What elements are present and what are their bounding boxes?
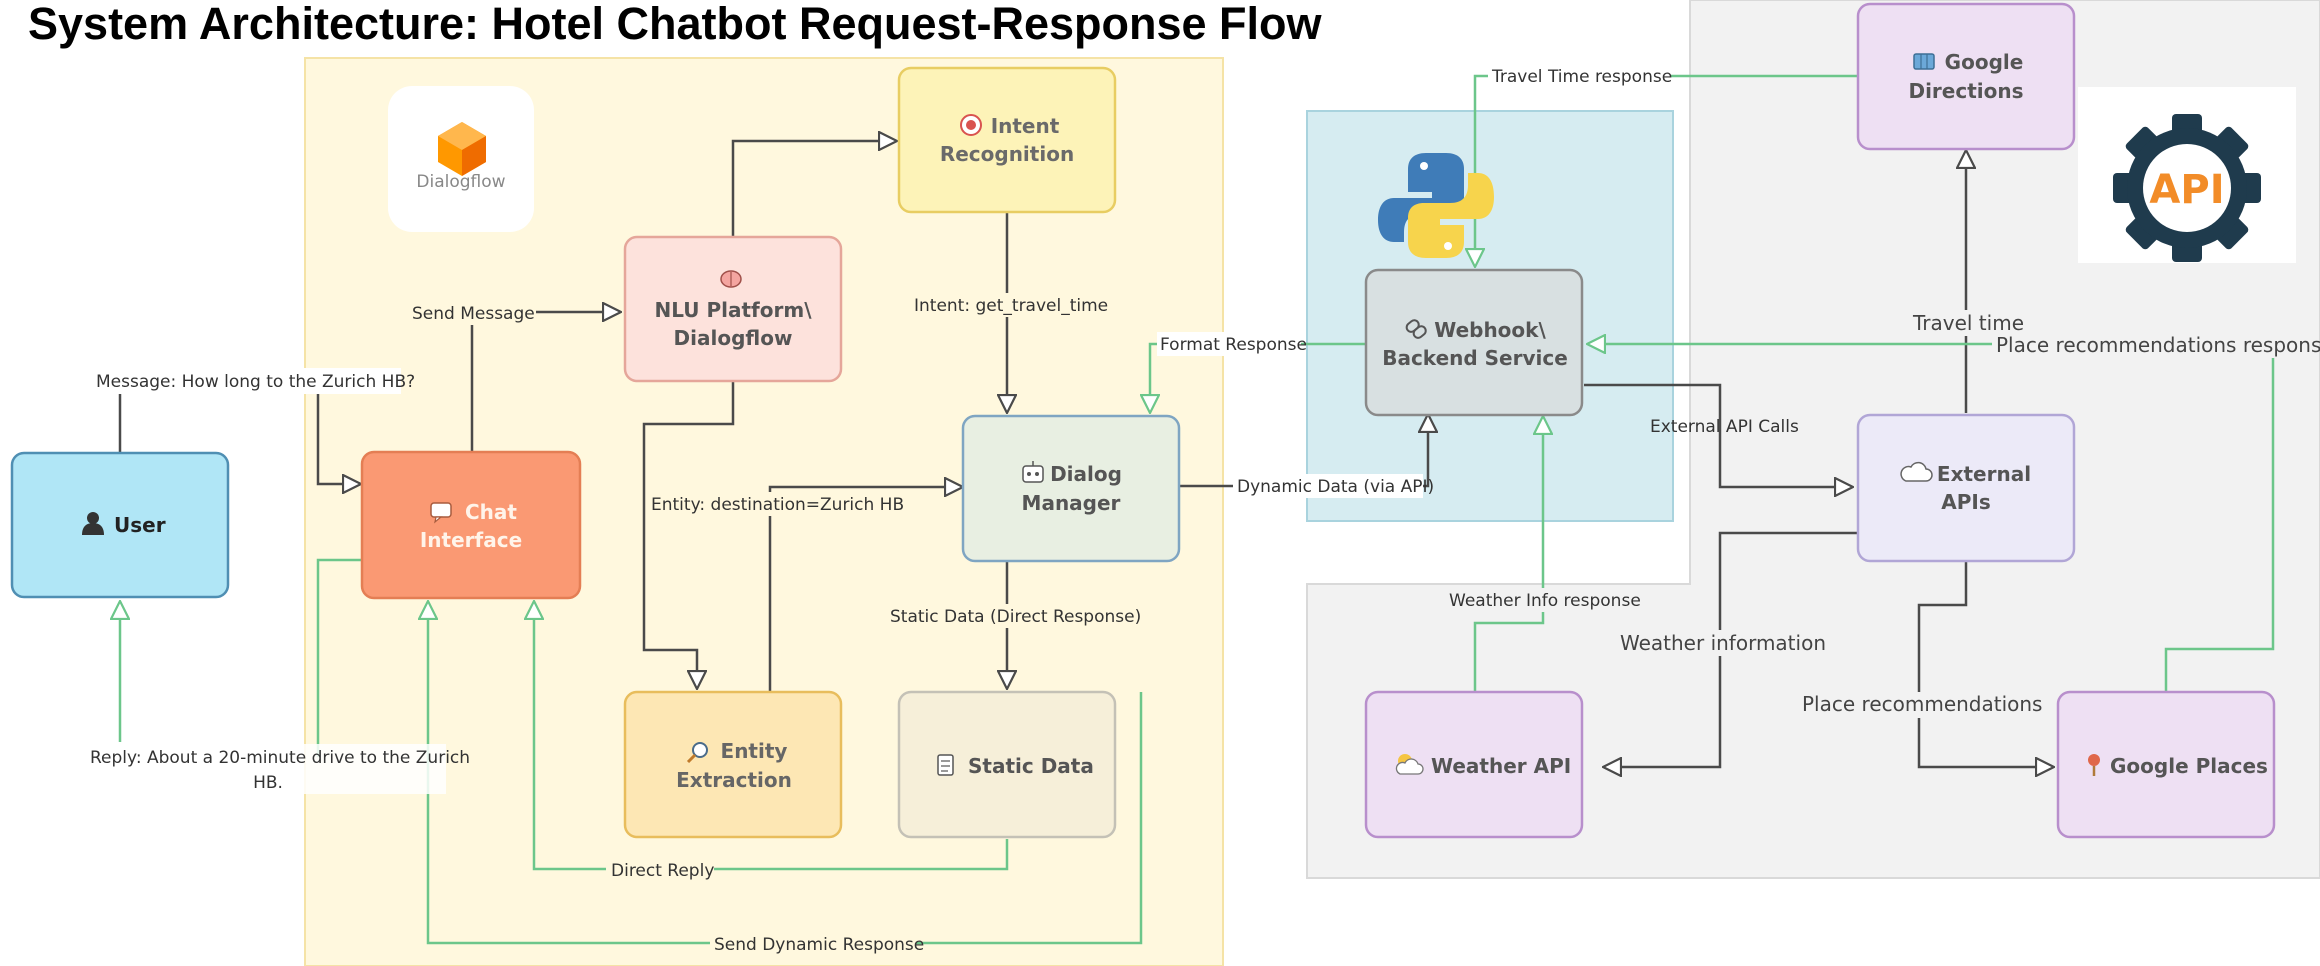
node-google-directions[interactable]: Google Directions (1856, 2, 2076, 151)
edge-weather-to-webhook (1473, 417, 1543, 692)
node-user-label: User (114, 513, 166, 537)
external-apis-label-line1: External (1937, 462, 2031, 486)
edge-entity-to-dialog (768, 487, 962, 692)
static-data-label: Static Data (968, 754, 1094, 778)
node-external-apis[interactable]: External APIs (1856, 413, 2076, 563)
magnifier-icon (686, 742, 708, 764)
edge-nlu-to-intent (731, 141, 896, 237)
directions-label-line2: Directions (1908, 79, 2023, 103)
map-icon (1913, 53, 1935, 70)
dialogflow-logo: Dialogflow (388, 86, 534, 232)
node-weather-api[interactable]: Weather API (1364, 690, 1584, 839)
weather-sun-cloud-icon (1395, 754, 1424, 775)
node-nlu-platform[interactable]: NLU Platform\ Dialogflow (623, 235, 843, 383)
python-logo (1378, 153, 1494, 258)
edge-nlu-to-entity (642, 381, 735, 688)
webhook-label-line2: Backend Service (1382, 346, 1568, 370)
label-send-dynamic-response: Send Dynamic Response (714, 935, 924, 955)
api-logo-text: API (2149, 167, 2224, 213)
entity-label-line1: Entity (721, 739, 788, 763)
label-external-api-calls: External API Calls (1650, 417, 1799, 437)
node-intent-recognition[interactable]: Intent Recognition (897, 66, 1117, 214)
external-apis-label-line2: APIs (1941, 490, 1990, 514)
target-icon (960, 114, 982, 136)
label-travel-time: Travel time (1912, 311, 2024, 335)
label-travel-time-response: Travel Time response (1491, 67, 1672, 87)
entity-label-line2: Extraction (676, 768, 792, 792)
weather-api-label: Weather API (1431, 754, 1571, 778)
nlu-label-line1: NLU Platform\ (655, 298, 813, 322)
cloud-icon (1900, 461, 1933, 482)
pin-icon (2088, 754, 2100, 776)
chat-interface-label-line1: Chat (465, 500, 517, 524)
node-user[interactable]: User (10, 451, 230, 599)
chat-bubble-icon (430, 502, 452, 524)
edge-external-to-places (1917, 561, 2053, 767)
node-webhook[interactable]: Webhook\ Backend Service (1364, 268, 1584, 417)
label-place-recommendations: Place recommendations (1802, 692, 2042, 716)
label-place-recommendations-response: Place recommendations response (1996, 333, 2320, 357)
label-reply-line1: Reply: About a 20-minute drive to the Zu… (90, 748, 470, 768)
node-entity-extraction[interactable]: Entity Extraction (623, 690, 843, 839)
intent-label-line2: Recognition (940, 142, 1074, 166)
label-direct-reply: Direct Reply (611, 861, 714, 881)
label-message: Message: How long to the Zurich HB? (96, 372, 415, 392)
chat-interface-label-line2: Interface (420, 528, 522, 552)
document-icon (937, 754, 954, 776)
brain-icon (720, 270, 742, 288)
webhook-label-line1: Webhook\ (1434, 318, 1546, 342)
label-dynamic-data: Dynamic Data (via API) (1237, 477, 1434, 497)
google-places-label: Google Places (2110, 754, 2268, 778)
edge-webhook-to-external (1584, 383, 1852, 487)
label-weather-information: Weather information (1620, 631, 1826, 655)
user-icon (82, 512, 104, 535)
intent-label-line1: Intent (991, 114, 1060, 138)
page-title: System Architecture: Hotel Chatbot Reque… (28, 0, 1322, 49)
edge-chat-to-user-reply (316, 558, 362, 757)
dialog-manager-label-line1: Dialog (1050, 462, 1122, 486)
label-reply-line2: HB. (253, 773, 283, 793)
label-intent: Intent: get_travel_time (914, 296, 1108, 316)
label-format-response: Format Response (1160, 335, 1307, 355)
node-chat-interface[interactable]: Chat Interface (360, 450, 582, 600)
label-send-message: Send Message (412, 304, 535, 324)
label-entity: Entity: destination=Zurich HB (651, 495, 904, 515)
robot-icon (1022, 461, 1044, 483)
link-icon (1405, 319, 1427, 339)
label-static-data-direct: Static Data (Direct Response) (890, 607, 1141, 627)
api-logo: API (2078, 87, 2296, 263)
node-static-data[interactable]: Static Data (897, 690, 1117, 839)
node-dialog-manager[interactable]: Dialog Manager (961, 414, 1181, 563)
dialog-manager-label-line2: Manager (1022, 491, 1121, 515)
label-weather-info-response: Weather Info response (1449, 591, 1641, 611)
nlu-label-line2: Dialogflow (674, 326, 793, 350)
edge-static-direct-reply (534, 602, 1009, 871)
dialogflow-logo-text: Dialogflow (416, 172, 505, 192)
node-google-places[interactable]: Google Places (2056, 690, 2276, 839)
directions-label-line1: Google (1945, 50, 2024, 74)
